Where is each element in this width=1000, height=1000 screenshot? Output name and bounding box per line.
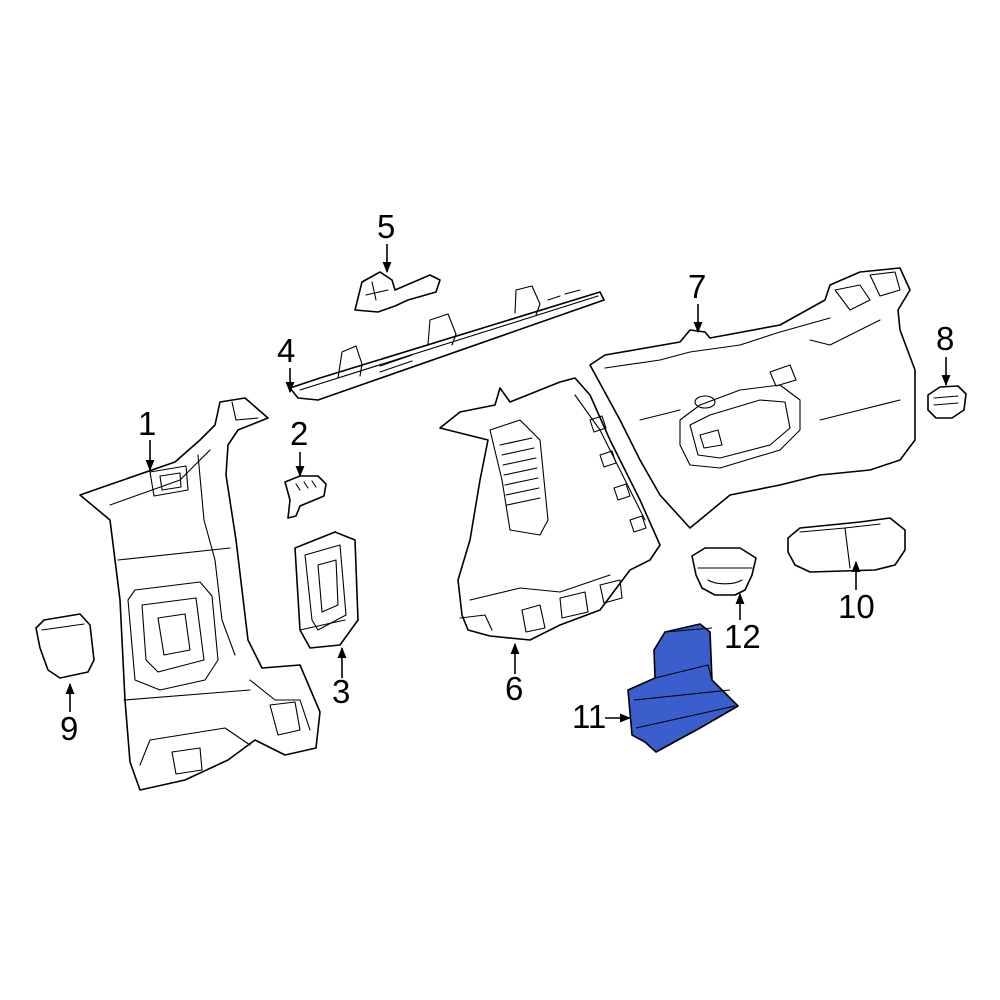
callout-1: 1 bbox=[138, 405, 156, 442]
part-2-clip[interactable] bbox=[284, 475, 327, 519]
callout-2: 2 bbox=[290, 415, 308, 452]
callout-8: 8 bbox=[936, 320, 954, 357]
part-12-round-cap[interactable] bbox=[691, 547, 757, 596]
part-1-quarter-trim-panel[interactable] bbox=[79, 397, 321, 791]
part-7-rear-quarter-trim[interactable] bbox=[589, 267, 916, 529]
callout-6: 6 bbox=[505, 670, 523, 707]
part-11-cover-panel[interactable] bbox=[627, 623, 739, 753]
callout-4: 4 bbox=[277, 332, 295, 369]
callout-9: 9 bbox=[60, 710, 78, 747]
part-8-clip[interactable] bbox=[927, 385, 967, 419]
part-4-sill-strip[interactable] bbox=[289, 285, 605, 401]
part-11-fill bbox=[627, 623, 739, 753]
part-9-cover-cap[interactable] bbox=[35, 613, 95, 679]
callout-5: 5 bbox=[377, 208, 395, 245]
part-6-lower-quarter-trim[interactable] bbox=[439, 377, 661, 641]
callout-7: 7 bbox=[688, 268, 706, 305]
callout-12: 12 bbox=[724, 618, 761, 655]
callout-3: 3 bbox=[332, 673, 350, 710]
callout-11: 11 bbox=[572, 698, 606, 735]
part-3-handle-bezel[interactable] bbox=[294, 531, 359, 649]
part-10-rear-cover[interactable] bbox=[787, 517, 906, 573]
part-5-clip[interactable] bbox=[354, 271, 441, 313]
callout-10: 10 bbox=[838, 588, 875, 625]
